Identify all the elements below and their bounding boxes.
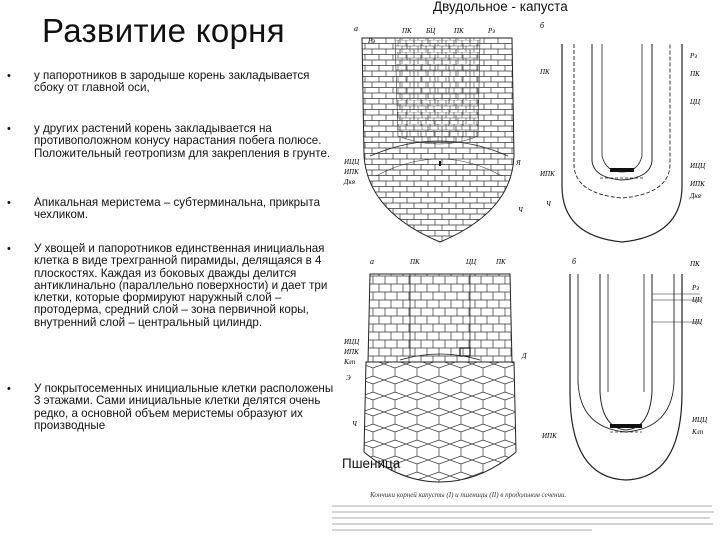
svg-text:Э: Э	[346, 374, 351, 382]
bullet-text: у других растений корень закладывается н…	[34, 122, 331, 160]
bullet-text: У хвощей и папоротников единственная ини…	[34, 242, 328, 329]
svg-text:ИПК: ИПК	[343, 168, 359, 176]
svg-text:ПК: ПК	[409, 258, 420, 266]
bullet-dot: •	[7, 243, 11, 255]
svg-text:Д: Д	[521, 352, 527, 360]
figure-bottom-label: Пшеница	[342, 456, 401, 471]
svg-text:Рз: Рз	[691, 284, 699, 292]
svg-text:Ч: Ч	[352, 420, 358, 428]
svg-text:Дкя: Дкя	[343, 178, 355, 186]
slide-title: Развитие корня	[42, 12, 285, 49]
svg-text:ИЦЦ: ИЦЦ	[689, 162, 706, 170]
svg-text:ПК: ПК	[495, 258, 506, 266]
svg-text:Дкя: Дкя	[689, 192, 701, 200]
svg-text:а: а	[354, 24, 358, 33]
wheat-cellular-section-drawing: а ПК ЦЦ ПК ИЦЦ ИПК Клп Д Э Ч	[343, 257, 527, 483]
svg-text:ИЦЦ: ИЦЦ	[343, 158, 360, 166]
svg-text:ПК: ПК	[401, 27, 412, 35]
svg-text:Я: Я	[515, 159, 521, 167]
svg-text:Клп: Клп	[343, 358, 356, 366]
bullet-dot: •	[7, 383, 11, 395]
svg-text:БЦ: БЦ	[425, 27, 436, 35]
svg-text:ИПК: ИПК	[539, 170, 555, 178]
svg-text:ЦЦ: ЦЦ	[691, 296, 703, 304]
svg-text:Ч: Ч	[546, 200, 552, 208]
svg-text:ЦЦ: ЦЦ	[689, 98, 701, 106]
cabbage-schematic-diagram: б ПК Рз ПК ЦЦ ИПК ИЦЦ ИПК Дкя Ч	[539, 21, 706, 243]
caption-fine-print-lines	[332, 505, 714, 531]
svg-text:ЦЦ: ЦЦ	[465, 258, 477, 266]
svg-text:Рз: Рз	[689, 52, 697, 60]
bullet-dot: •	[7, 197, 11, 209]
bullet-text: Апикальная меристема – субтерминальна, п…	[34, 196, 321, 222]
svg-text:ПК: ПК	[689, 70, 700, 78]
svg-text:ЦЦ: ЦЦ	[691, 318, 703, 326]
svg-text:ИПК: ИПК	[343, 348, 359, 356]
cabbage-cellular-section-drawing: а Рз ПК БЦ ПК Рз ИЦЦ ИПК Дкя Я Ч	[343, 24, 524, 243]
svg-text:ИЦЦ: ИЦЦ	[343, 338, 360, 346]
svg-text:ИПК: ИПК	[541, 432, 557, 440]
wheat-schematic-diagram: б ПК Рз ЦЦ ЦЦ ИПК ИЦЦ Клп	[541, 257, 708, 481]
svg-text:б: б	[572, 257, 577, 266]
svg-text:Рз: Рз	[367, 37, 375, 45]
svg-text:б: б	[540, 21, 545, 30]
figure-caption: Кончики корней капусты (I) и пшеницы (II…	[370, 491, 567, 499]
svg-text:ИПК: ИПК	[689, 180, 705, 188]
svg-text:ПК: ПК	[539, 68, 550, 76]
bullet-dot: •	[7, 123, 11, 135]
svg-text:Ч: Ч	[518, 206, 524, 214]
bullet-text: У покрытосеменных инициальные клетки рас…	[34, 382, 334, 432]
svg-text:а: а	[370, 257, 374, 266]
bullet-dot: •	[7, 70, 11, 82]
svg-text:ПК: ПК	[453, 27, 464, 35]
figure-top-label: Двудольное - капуста	[433, 0, 568, 14]
svg-text:ИЦЦ: ИЦЦ	[691, 416, 708, 424]
svg-text:Клп: Клп	[691, 428, 704, 436]
svg-text:Рз: Рз	[487, 27, 495, 35]
svg-text:ПК: ПК	[689, 260, 700, 268]
bullet-text: у папоротников в зародыше корень заклады…	[34, 69, 310, 95]
